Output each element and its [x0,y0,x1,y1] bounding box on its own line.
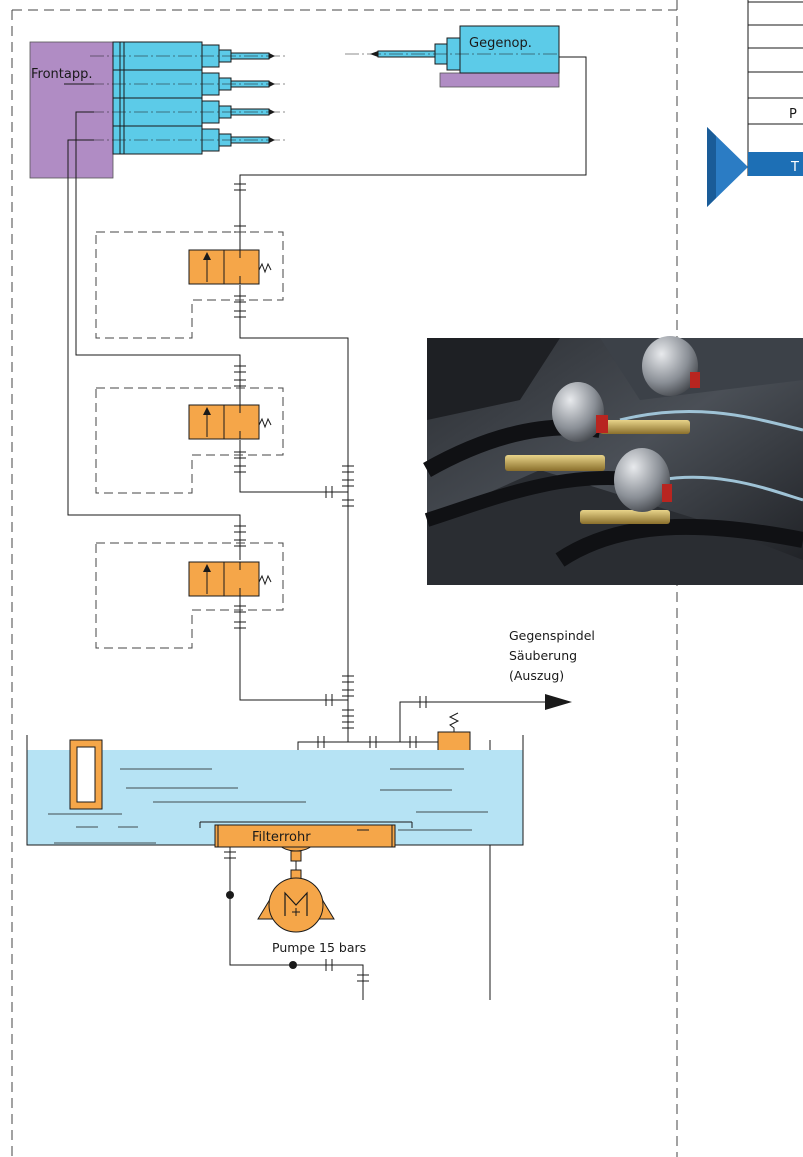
solenoid-valve-icon [188,249,272,285]
valve-group-3 [95,542,284,649]
gegenspindel-label-2: Säuberung [509,648,577,663]
junction-dot [289,961,297,969]
valve-group-2 [95,387,284,494]
valve-group-1 [95,231,284,339]
solenoid-valve-icon [188,561,272,597]
pump-label: Pumpe 15 bars [272,940,366,955]
gegenspindel-label-1: Gegenspindel [509,628,595,643]
table-row-t: T [790,160,799,175]
filter-label: Filterrohr [252,830,311,845]
tank: Filterrohr [26,735,524,848]
solenoid-valve-icon [188,404,272,440]
frontapp-label: Frontapp. [31,67,92,82]
output-arrow-icon [545,694,572,710]
level-indicator-icon [69,739,103,810]
counter-operation: Gegenop. [345,25,560,88]
junction-dot [226,891,234,899]
motor-icon [257,877,335,933]
frontapp-block [29,41,114,179]
gegenop-label: Gegenop. [469,36,532,51]
marker-arrow-icon [707,127,748,207]
gegenspindel-label-3: (Auszug) [509,668,564,683]
valve-photo [423,336,803,585]
filter-icon: Filterrohr [199,821,413,848]
table-row-t-highlight [748,152,803,176]
reference-table: P T [707,0,803,207]
front-apparatus: Frontapp. [29,41,285,179]
table-row-p: P [789,107,797,122]
